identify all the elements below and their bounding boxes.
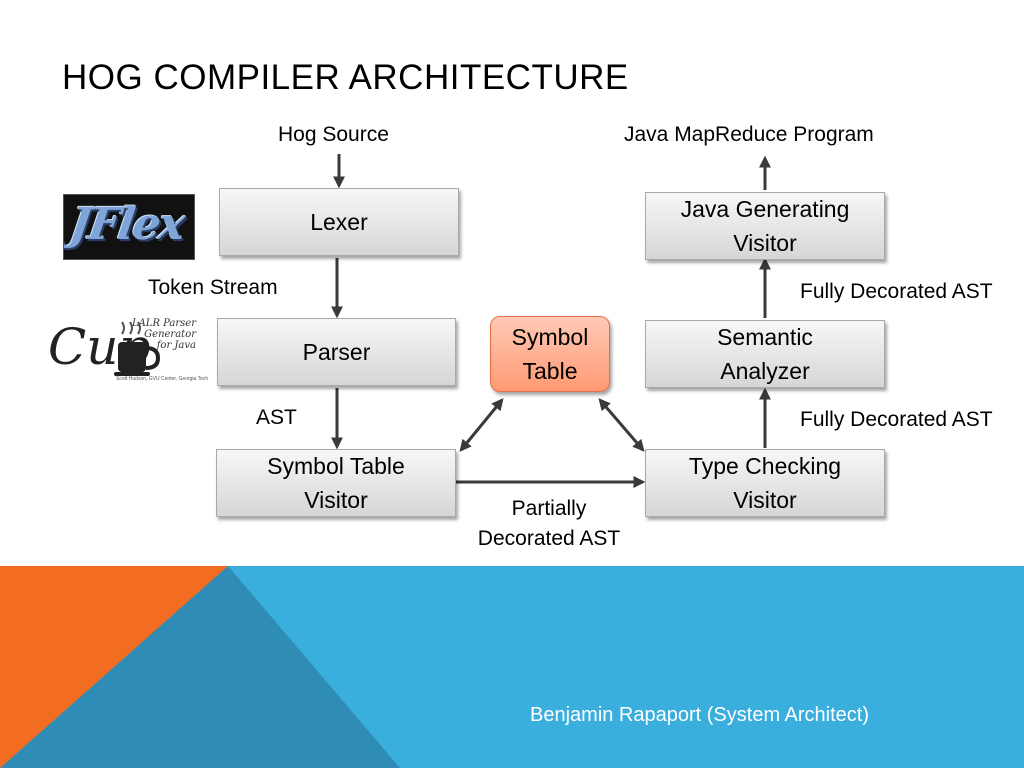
box-parser: Parser xyxy=(217,318,456,386)
footer-orange-wedge xyxy=(0,566,228,768)
box-semantic-analyzer-label: Semantic Analyzer xyxy=(717,324,813,384)
box-symbol-table: Symbol Table xyxy=(490,316,610,392)
label-fully-decorated-ast-top: Fully Decorated AST xyxy=(800,280,993,303)
slide-title: HOG COMPILER ARCHITECTURE xyxy=(62,58,629,97)
flow-arrows xyxy=(331,154,771,488)
cup-logo-credit: Scott Hudson, GVU Center, Georgia Tech xyxy=(116,376,209,382)
footer-author: Benjamin Rapaport (System Architect) xyxy=(530,704,870,726)
cup-logo-wordmark: Cup xyxy=(48,318,151,376)
label-hog-source: Hog Source xyxy=(278,123,389,146)
footer-band xyxy=(0,566,1024,768)
box-lexer: Lexer xyxy=(219,188,459,256)
label-java-output: Java MapReduce Program xyxy=(624,123,874,146)
box-parser-label: Parser xyxy=(302,339,371,365)
cup-logo: Cup LALR Parser Generator for Java Scott… xyxy=(44,316,208,386)
box-symbol-table-label: Symbol Table xyxy=(511,324,589,384)
box-semantic-analyzer: Semantic Analyzer xyxy=(645,320,885,388)
cup-logo-subtitle: LALR Parser Generator for Java xyxy=(131,318,196,351)
box-type-checking-visitor: Type Checking Visitor xyxy=(645,449,885,517)
label-token-stream: Token Stream xyxy=(148,276,278,299)
box-type-checking-visitor-label: Type Checking Visitor xyxy=(688,453,842,513)
box-java-generating-visitor-label: Java Generating Visitor xyxy=(680,196,850,256)
cup-logo-graphic xyxy=(114,321,161,376)
box-lexer-label: Lexer xyxy=(310,209,368,235)
jflex-logo: JFlex xyxy=(63,194,195,260)
box-symbol-table-visitor: Symbol Table Visitor xyxy=(216,449,456,517)
box-symbol-table-visitor-label: Symbol Table Visitor xyxy=(267,453,405,513)
label-fully-decorated-ast-bottom: Fully Decorated AST xyxy=(800,408,993,431)
box-java-generating-visitor: Java Generating Visitor xyxy=(645,192,885,260)
label-partially-decorated-ast: Partially Decorated AST xyxy=(477,497,621,550)
label-ast: AST xyxy=(256,406,297,429)
arrow-symtab-symtabvisitor xyxy=(459,398,504,452)
jflex-logo-text: JFlex xyxy=(66,199,187,250)
arrow-symtab-typecheck xyxy=(598,398,645,452)
